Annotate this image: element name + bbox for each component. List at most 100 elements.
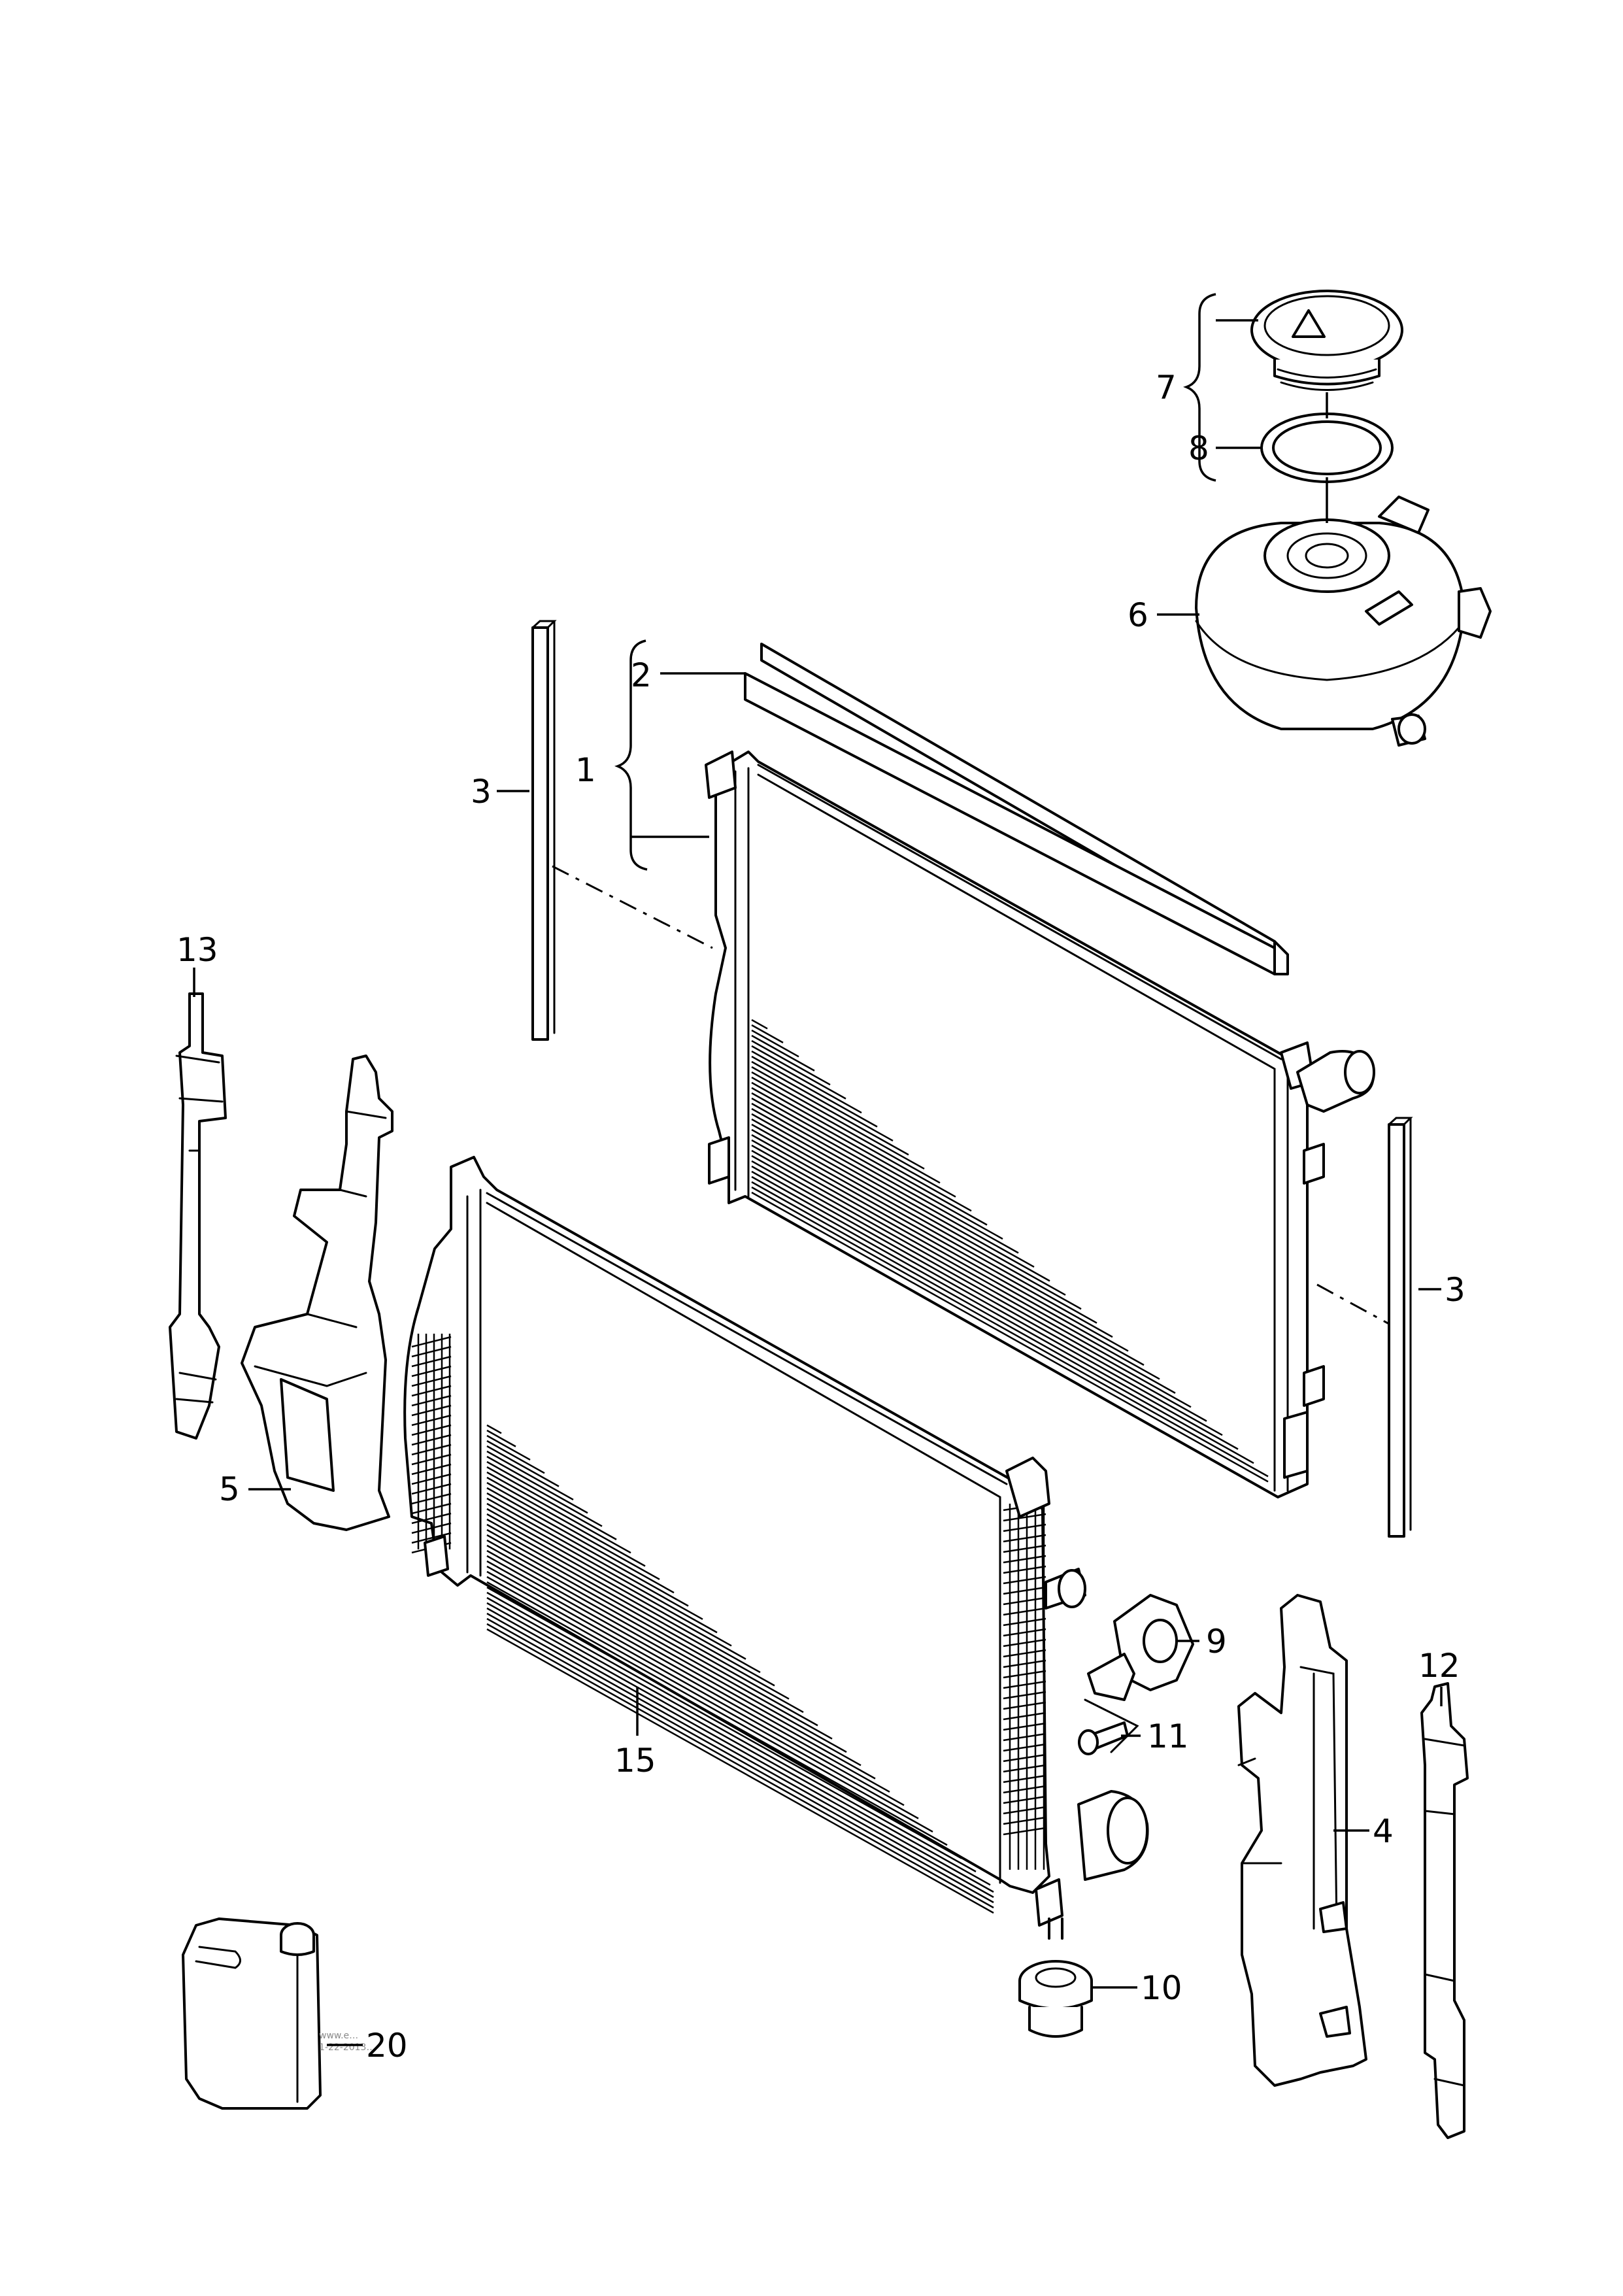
callout-7: 7 <box>1156 369 1177 407</box>
fin-line <box>486 1617 994 1904</box>
callout-2: 2 <box>631 656 652 694</box>
fin-line <box>486 1576 919 1819</box>
callout-13: 13 <box>176 931 218 969</box>
fin-line <box>751 1170 1223 1436</box>
fin-line <box>486 1560 876 1780</box>
fin-line <box>486 1602 991 1886</box>
fin-line <box>751 1107 1035 1268</box>
fin-line <box>751 1134 1113 1338</box>
fin-line <box>751 1019 768 1030</box>
fin-line <box>486 1460 603 1527</box>
callout-1: 1 <box>575 751 596 789</box>
fin-line <box>751 1087 972 1212</box>
fin-line <box>486 1628 994 1914</box>
fin-line <box>486 1450 574 1501</box>
callout-20: 20 <box>366 2027 408 2065</box>
fin-line <box>486 1544 833 1740</box>
radiator-part-1 <box>705 751 1375 1498</box>
callout-5: 5 <box>219 1470 240 1508</box>
fin-line <box>486 1565 890 1793</box>
fin-line <box>486 1523 775 1687</box>
fin-line <box>751 1092 988 1226</box>
fin-line <box>751 1034 815 1072</box>
fin-line <box>486 1570 905 1806</box>
fin-line <box>751 1024 784 1043</box>
leader-lines <box>193 319 1443 2046</box>
drain-plug-part-10 <box>1018 1917 1093 2038</box>
air-guide-part-4 <box>1237 1594 1367 2087</box>
fin-line <box>751 1066 909 1156</box>
fin-line <box>751 1165 1207 1422</box>
callout-12: 12 <box>1418 1647 1460 1685</box>
callout-4: 4 <box>1373 1812 1394 1850</box>
fin-line <box>751 1050 862 1114</box>
fin-line <box>486 1502 718 1634</box>
fin-line <box>486 1549 847 1753</box>
callout-9: 9 <box>1206 1623 1227 1661</box>
fin-line <box>486 1612 994 1899</box>
callout-8: 8 <box>1188 430 1209 467</box>
fin-line <box>486 1623 994 1909</box>
callout-10: 10 <box>1141 1969 1182 2007</box>
side-seal-part-3-left <box>531 620 557 1041</box>
watermark-line-1: www.e… <box>319 2031 358 2041</box>
fin-line <box>751 1071 925 1170</box>
condenser-part-15 <box>403 1156 1149 1927</box>
bracket-group-1 <box>614 639 648 871</box>
fin-line <box>486 1487 675 1594</box>
fin-line <box>751 1123 1082 1310</box>
fin-line <box>486 1555 862 1766</box>
callout-labels: 1 2 3 3 4 5 6 7 8 9 10 11 12 13 15 20 <box>176 369 1465 2065</box>
screw-part-11 <box>1078 1721 1129 1755</box>
fin-line <box>751 1029 799 1058</box>
fin-line <box>486 1518 761 1674</box>
air-duct-part-5 <box>241 1055 393 1531</box>
callout-3-left: 3 <box>471 773 492 811</box>
fin-line <box>751 1139 1129 1352</box>
radiator-core-fins <box>751 1019 1269 1483</box>
fin-line <box>751 1186 1269 1477</box>
fin-line <box>751 1149 1160 1380</box>
fin-line <box>751 1175 1239 1450</box>
fin-line <box>751 1155 1176 1394</box>
fin-line <box>751 1160 1192 1408</box>
fin-line <box>751 1181 1254 1464</box>
fin-line <box>486 1607 994 1893</box>
callout-11: 11 <box>1147 1717 1189 1755</box>
fin-line <box>486 1466 617 1540</box>
fin-line <box>486 1513 746 1660</box>
fin-line <box>486 1471 631 1554</box>
fin-line <box>486 1497 703 1620</box>
fin-line <box>751 1055 878 1128</box>
fin-line <box>486 1508 732 1647</box>
fin-line <box>486 1424 502 1434</box>
fin-line <box>486 1429 516 1447</box>
bracket-group-7-8 <box>1183 293 1216 482</box>
fin-line <box>486 1445 560 1487</box>
fin-line <box>751 1102 1019 1254</box>
callout-3-right: 3 <box>1445 1271 1465 1309</box>
fin-line <box>486 1581 933 1833</box>
fin-line <box>751 1113 1050 1282</box>
fin-line <box>751 1076 941 1184</box>
seal-strip-part-2 <box>744 643 1289 975</box>
fin-line <box>486 1586 948 1846</box>
expansion-tank-part-6 <box>1195 496 1492 747</box>
fin-line <box>486 1591 962 1859</box>
cap-part-7 <box>1250 290 1403 391</box>
seal-ring-part-8 <box>1260 413 1394 483</box>
fin-line <box>486 1534 804 1714</box>
fin-line <box>486 1476 646 1567</box>
fin-line <box>751 1060 894 1142</box>
condenser-core-fins <box>486 1424 994 1914</box>
fin-line <box>751 1128 1097 1324</box>
fin-line <box>751 1191 1269 1483</box>
fin-line <box>486 1440 545 1474</box>
fin-line <box>751 1039 831 1086</box>
bracket-part-9 <box>1087 1594 1194 1701</box>
fin-line <box>486 1455 588 1514</box>
fin-line <box>751 1081 956 1198</box>
fin-line <box>486 1539 818 1727</box>
fin-line <box>486 1528 790 1700</box>
